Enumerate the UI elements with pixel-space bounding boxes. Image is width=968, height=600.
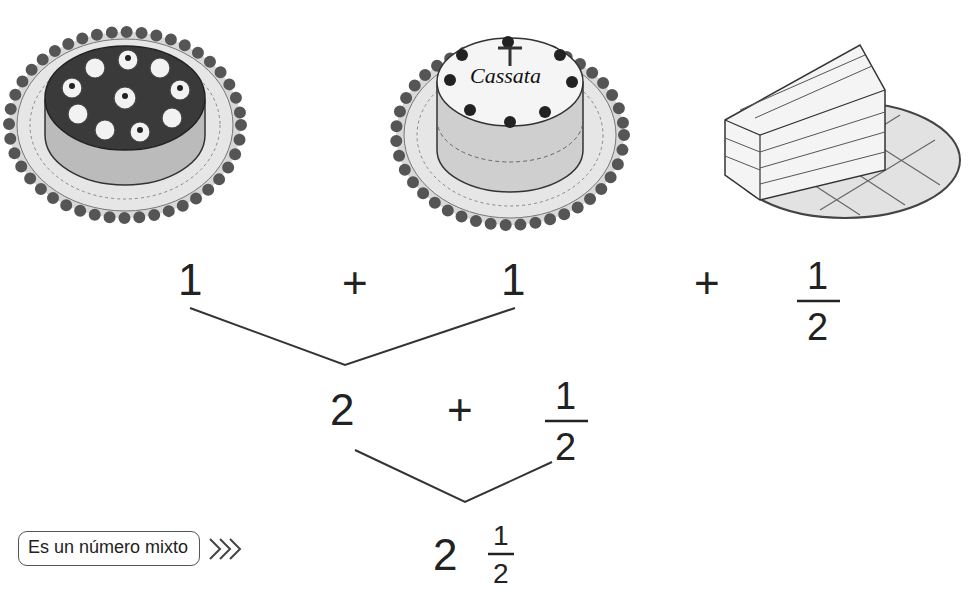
cake-slice <box>725 45 960 218</box>
chocolate-cake <box>9 32 241 218</box>
numerator: 1 <box>555 377 576 415</box>
whole-number: 2 <box>433 533 457 577</box>
number: 2 <box>330 388 354 432</box>
denominator: 2 <box>555 428 576 466</box>
denominator: 2 <box>807 308 828 346</box>
plus-sign: + <box>342 261 368 305</box>
plus-sign: + <box>447 388 473 432</box>
fraction-bars <box>488 301 840 554</box>
numerator: 1 <box>807 257 828 295</box>
chevron-arrows <box>206 536 246 562</box>
cassata-cake <box>396 36 624 225</box>
number: 1 <box>501 258 525 302</box>
callout-text: Es un número mixto <box>28 537 190 559</box>
cake-inscription: Cassata <box>470 65 541 87</box>
bracket-lines <box>190 308 552 502</box>
plus-sign: + <box>694 261 720 305</box>
number: 1 <box>178 258 202 302</box>
denominator: 2 <box>493 560 509 588</box>
callout-box: Es un número mixto <box>18 531 200 566</box>
numerator: 1 <box>493 522 509 550</box>
